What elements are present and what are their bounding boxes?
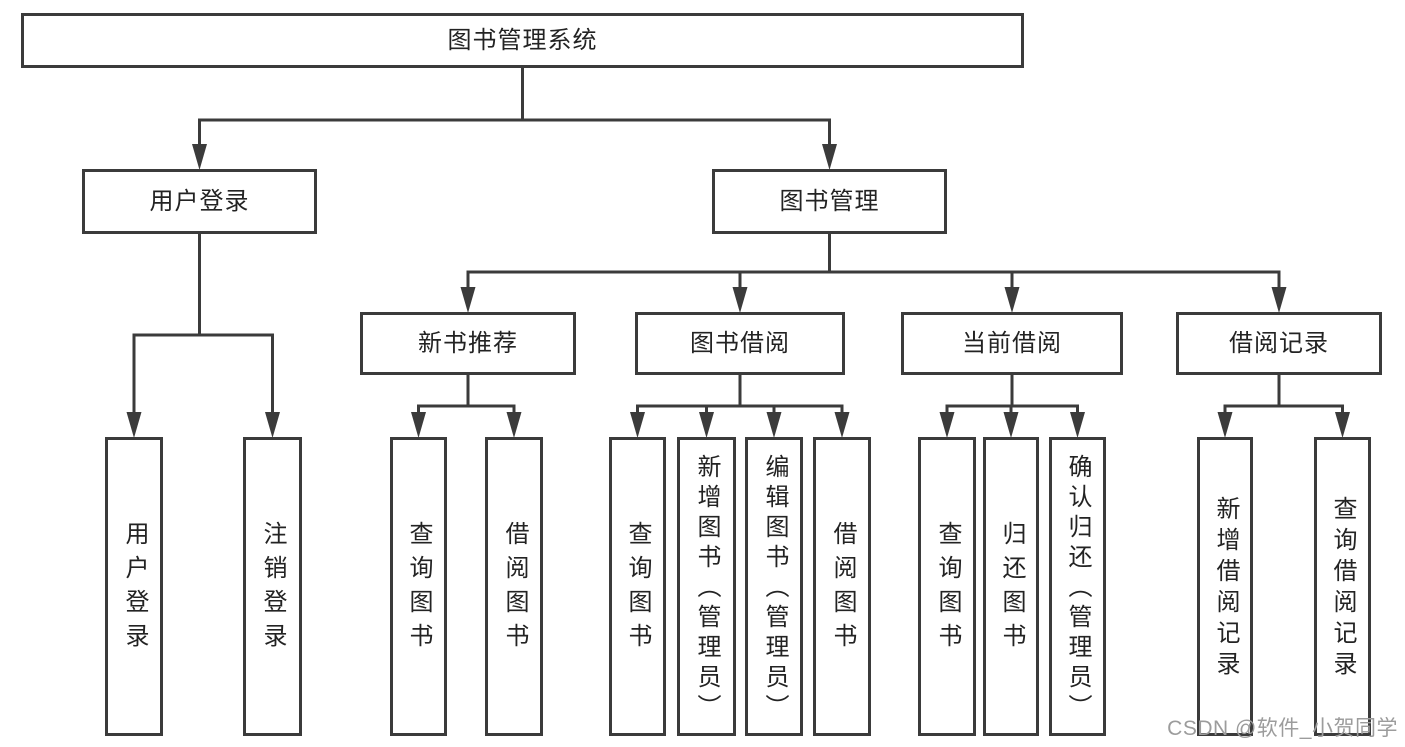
arrow-down-icon — [265, 412, 280, 438]
node-leaf-return-books: 归还图书 — [983, 437, 1039, 736]
node-borrowing-records: 借阅记录 — [1176, 312, 1382, 375]
arrow-down-icon — [834, 412, 850, 438]
node-leaf-logout: 注销登录 — [243, 437, 302, 736]
node-leaf-confirm-return-admin: 确认归还（管理员） — [1049, 437, 1106, 736]
arrow-down-icon — [506, 412, 522, 438]
arrow-down-icon — [822, 144, 837, 170]
node-leaf-query-books-recommend: 查询图书 — [390, 437, 447, 736]
node-leaf-add-borrow-record: 新增借阅记录 — [1197, 437, 1253, 736]
arrow-down-icon — [192, 144, 207, 170]
node-leaf-user-login: 用户登录 — [105, 437, 163, 736]
arrow-down-icon — [1271, 287, 1287, 313]
node-user-login: 用户登录 — [82, 169, 317, 234]
node-leaf-query-books-current: 查询图书 — [918, 437, 976, 736]
arrow-down-icon — [1004, 287, 1020, 313]
arrow-down-icon — [1335, 412, 1350, 438]
arrow-down-icon — [1217, 412, 1233, 438]
node-leaf-query-borrow-record: 查询借阅记录 — [1314, 437, 1371, 736]
arrow-down-icon — [732, 287, 748, 313]
arrow-down-icon — [699, 412, 714, 438]
node-book-management: 图书管理 — [712, 169, 947, 234]
node-leaf-edit-books-admin: 编辑图书（管理员） — [745, 437, 803, 736]
arrow-down-icon — [126, 412, 142, 438]
arrow-down-icon — [939, 412, 955, 438]
arrow-down-icon — [1070, 412, 1085, 438]
node-leaf-add-books-admin: 新增图书（管理员） — [677, 437, 736, 736]
arrow-down-icon — [766, 412, 782, 438]
arrow-down-icon — [411, 412, 426, 438]
csdn-watermark: CSDN @软件_小贺同学 — [1167, 717, 1398, 740]
node-leaf-query-books-borrowing: 查询图书 — [609, 437, 666, 736]
node-new-book-recommend: 新书推荐 — [360, 312, 576, 375]
node-root: 图书管理系统 — [21, 13, 1024, 68]
node-leaf-borrow-books-recommend: 借阅图书 — [485, 437, 543, 736]
arrow-down-icon — [1003, 412, 1019, 438]
arrow-down-icon — [460, 287, 476, 313]
node-book-borrowing: 图书借阅 — [635, 312, 845, 375]
node-current-borrowing: 当前借阅 — [901, 312, 1123, 375]
node-leaf-borrow-books-borrowing: 借阅图书 — [813, 437, 871, 736]
arrow-down-icon — [630, 412, 645, 438]
